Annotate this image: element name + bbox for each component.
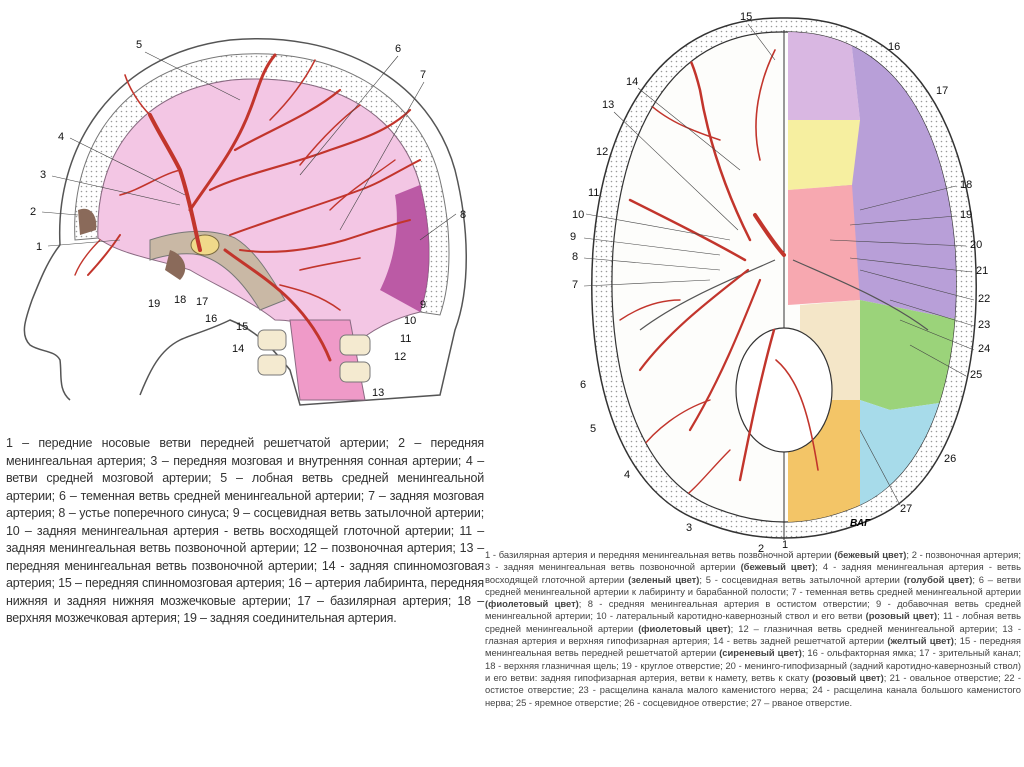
label: 9 xyxy=(570,231,576,243)
label: 7 xyxy=(420,69,426,81)
label: 3 xyxy=(40,169,46,181)
left-figure-caption: 1 – передние носовые ветви передней реше… xyxy=(6,436,484,625)
caption-text: ; 21 - овальное отверстие; 22 - остистое… xyxy=(485,671,1021,708)
caption-text: ; 11 - лобная ветвь средней менингеально… xyxy=(485,610,1021,634)
label: 4 xyxy=(58,131,64,143)
label: 8 xyxy=(460,209,466,221)
color-note: (сиреневый цвет) xyxy=(719,647,802,659)
caption-text: ; 5 - сосцевидная ветвь затылочной артер… xyxy=(699,573,904,585)
label: 13 xyxy=(602,99,614,111)
label: 15 xyxy=(236,321,248,333)
label: 17 xyxy=(936,85,948,97)
right-figure-labels: 1 2 3 4 5 6 7 8 9 10 11 12 13 14 15 16 1… xyxy=(570,11,990,555)
label: 16 xyxy=(888,41,900,53)
artist-signature: ВАГ xyxy=(850,518,871,529)
color-note: (желтый цвет) xyxy=(887,635,954,647)
skull-base-illustration: 1 2 3 4 5 6 7 8 9 10 11 12 13 14 15 16 1… xyxy=(570,11,990,555)
caption-text: ; 16 - ольфакторная ямка; 17 - зрительны… xyxy=(485,647,1022,683)
color-note: (зеленый цвет) xyxy=(628,573,700,585)
caption-text: ; 4 - задняя менингеальная артерия - вет… xyxy=(485,561,1021,585)
label: 22 xyxy=(978,293,990,305)
label: 8 xyxy=(572,251,578,263)
color-note: (бежевый цвет) xyxy=(740,561,816,573)
label: 25 xyxy=(970,369,982,381)
label: 12 xyxy=(394,351,406,363)
color-note: (голубой цвет) xyxy=(903,573,973,585)
label: 14 xyxy=(626,76,638,88)
label: 1 xyxy=(36,241,42,253)
label: 26 xyxy=(944,453,956,465)
label: 19 xyxy=(960,209,972,221)
label: 15 xyxy=(740,11,752,23)
label: 24 xyxy=(978,343,990,355)
caption-text: ; 15 - передняя менингеальная ветвь пере… xyxy=(485,635,1021,659)
label: 7 xyxy=(572,279,578,291)
label: 12 xyxy=(596,146,608,158)
label: 5 xyxy=(590,423,596,435)
label: 4 xyxy=(624,469,630,481)
label: 18 xyxy=(960,179,972,191)
label: 23 xyxy=(978,319,990,331)
caption-text: ; 12 – глазничная ветвь средней менингеа… xyxy=(485,622,1021,647)
label: 14 xyxy=(232,343,244,355)
label: 5 xyxy=(136,39,142,51)
label: 6 xyxy=(580,379,586,391)
label: 18 xyxy=(174,294,186,306)
label: 19 xyxy=(148,298,160,310)
label: 2 xyxy=(30,206,36,218)
label: 27 xyxy=(900,503,912,515)
color-note: (розовый цвет) xyxy=(812,671,884,683)
label: 3 xyxy=(686,522,692,534)
label: 21 xyxy=(976,265,988,277)
label: 10 xyxy=(572,209,584,221)
skull-base xyxy=(149,231,286,311)
label: 13 xyxy=(372,387,384,399)
caption-text: ; 8 - средняя менингеальная артерия в ос… xyxy=(485,598,1021,622)
label: 1 xyxy=(782,539,788,551)
label: 16 xyxy=(205,313,217,325)
sagittal-head-illustration: 1 2 3 4 5 6 7 8 9 10 11 12 13 14 15 16 1… xyxy=(23,38,467,406)
caption-text: ; 6 – ветви средней менингеальной артери… xyxy=(485,573,1021,597)
color-note: (фиолетовый цвет) xyxy=(638,622,731,634)
transverse-sinus xyxy=(380,185,429,312)
label: 11 xyxy=(588,187,599,199)
label: 10 xyxy=(404,315,416,327)
label: 11 xyxy=(400,333,411,345)
right-figure-caption: 1 - базилярная артерия и передняя менинг… xyxy=(485,549,1021,709)
label: 20 xyxy=(970,239,982,251)
head-outline xyxy=(58,38,467,406)
color-note: (фиолетовый цвет) xyxy=(485,598,579,610)
color-note: (бежевый цвет) xyxy=(834,549,907,560)
caption-text: 1 - базилярная артерия и передняя менинг… xyxy=(485,549,835,560)
caption-text: ; 2 - позвоночная артерия; 3 - задняя ме… xyxy=(485,549,1021,573)
color-note: (розовый цвет) xyxy=(865,610,938,622)
left-figure-labels: 1 2 3 4 5 6 7 8 9 10 11 12 13 14 15 16 1… xyxy=(30,39,466,399)
label: 2 xyxy=(758,543,764,555)
label: 9 xyxy=(420,299,426,311)
label: 17 xyxy=(196,296,208,308)
face-profile xyxy=(23,244,71,401)
label: 6 xyxy=(395,43,401,55)
artery-network xyxy=(74,53,421,362)
